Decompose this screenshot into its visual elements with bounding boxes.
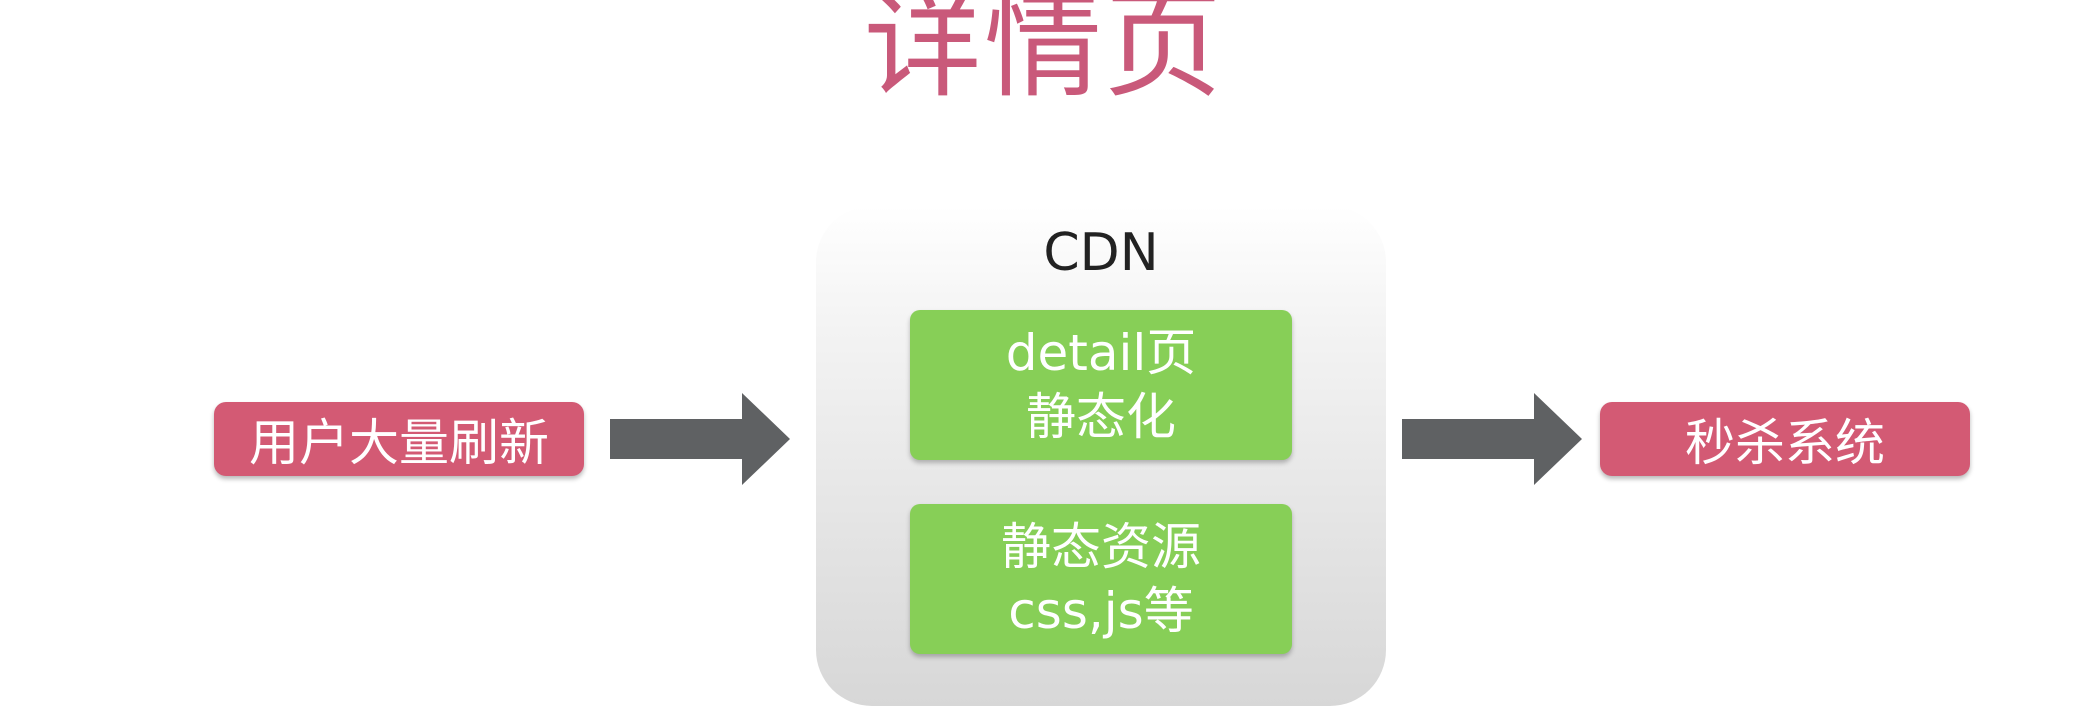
cdn-label: CDN (1043, 223, 1159, 283)
users-refresh-label: 用户大量刷新 (249, 414, 549, 472)
seckill-system-label: 秒杀系统 (1685, 414, 1885, 472)
flow-arrow-right-icon (1402, 393, 1582, 485)
cdn-container: CDN detail页 静态化 静态资源 css,js等 (816, 206, 1386, 706)
static-resources-box: 静态资源 css,js等 (910, 504, 1292, 654)
detail-page-line1: detail页 (1005, 324, 1197, 382)
users-refresh-node: 用户大量刷新 (214, 402, 584, 476)
flow-arrow-left-icon (610, 393, 790, 485)
detail-page-line2: 静态化 (1026, 388, 1176, 446)
seckill-system-node: 秒杀系统 (1600, 402, 1970, 476)
detail-page-static-box: detail页 静态化 (910, 310, 1292, 460)
static-resources-line1: 静态资源 (1001, 518, 1201, 576)
static-resources-line2: css,js等 (1008, 582, 1194, 640)
page-title: 详情页 (863, 0, 1224, 114)
